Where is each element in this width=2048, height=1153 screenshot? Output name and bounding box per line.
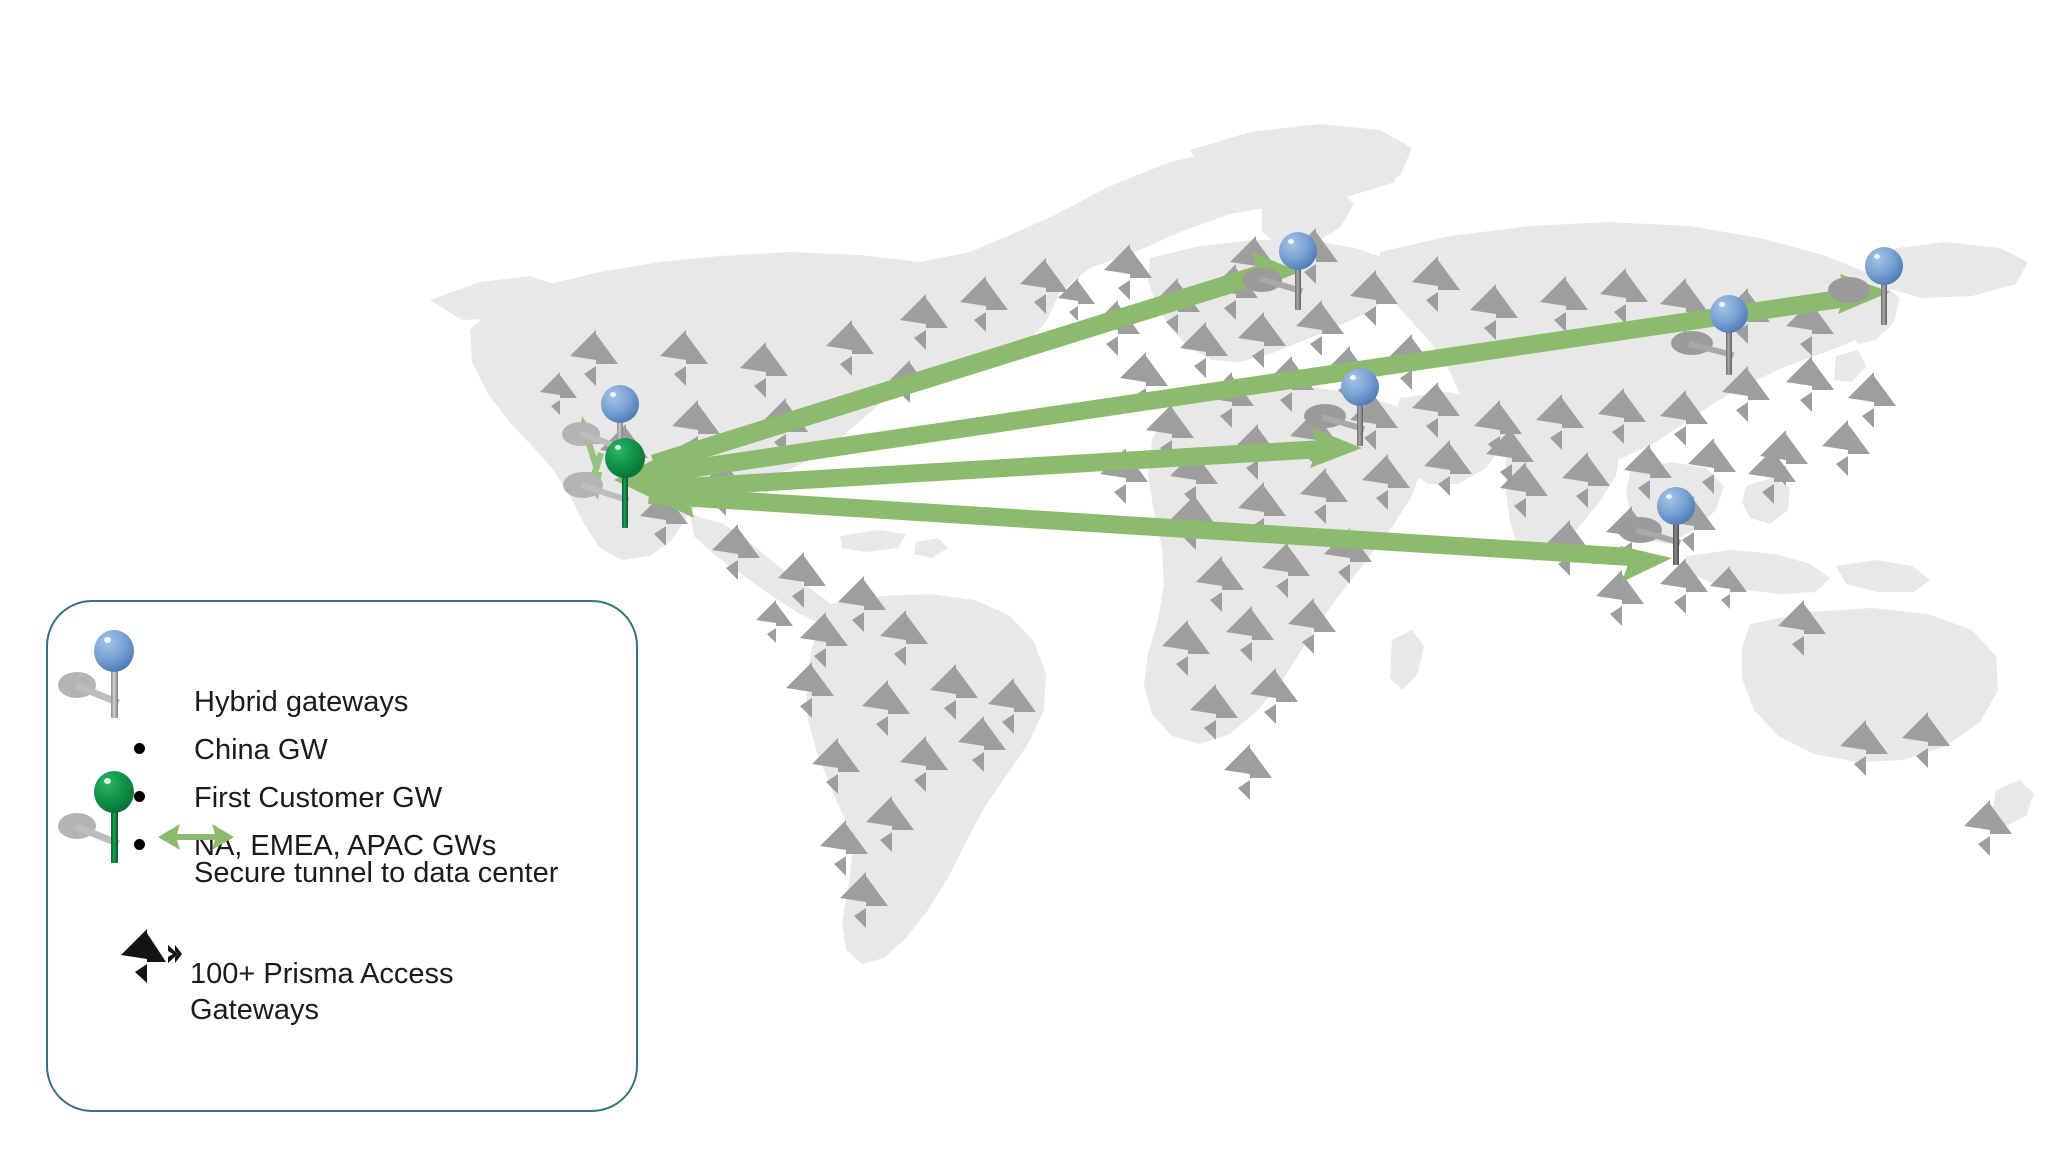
pin-glint [104, 637, 111, 643]
pin-needle [111, 807, 118, 863]
pin-glint [1288, 239, 1294, 244]
pin-head [1657, 487, 1695, 525]
pin-head [605, 438, 645, 478]
tunnel-to-middle-east [652, 428, 1362, 498]
landmasses [430, 124, 2034, 964]
legend-bullet-2 [134, 839, 145, 850]
pin-needle [1357, 400, 1363, 446]
legend-hybrid-block: Hybrid gateways China GW First Customer … [194, 686, 496, 862]
pin-glint [610, 392, 616, 397]
pin-head [1710, 295, 1748, 333]
pin-needle [1881, 279, 1887, 325]
legend-hybrid-item-0: China GW [194, 734, 328, 766]
pin-head [94, 630, 134, 672]
pin-needle [1295, 264, 1301, 310]
pin-head [1865, 247, 1903, 285]
pin-glint [1719, 302, 1725, 307]
legend-panel: Hybrid gateways China GW First Customer … [46, 600, 638, 1112]
legend-bullet-0 [134, 743, 145, 754]
double-headed-arrow-icon [158, 824, 234, 850]
pin-head [601, 385, 639, 423]
pin-head [94, 771, 134, 813]
pin-head [1341, 368, 1379, 406]
legend-hybrid-item-1: First Customer GW [194, 782, 443, 814]
pin-needle [1726, 327, 1732, 375]
legend-bullet-1 [134, 791, 145, 802]
tunnel-to-southeast-asia [648, 486, 1672, 582]
pin-glint [1666, 494, 1672, 499]
pin-head [1279, 232, 1317, 270]
legend-tunnel-label: Secure tunnel to data center [194, 857, 559, 889]
hub-arrowhead [614, 440, 694, 518]
pin-shadow [1828, 277, 1870, 303]
legend-hybrid-heading: Hybrid gateways [194, 686, 409, 718]
pin-glint [104, 778, 111, 784]
prisma-access-gateway-icon [121, 929, 182, 983]
pin-glint [1874, 254, 1880, 259]
pin-needle [622, 470, 628, 528]
legend-hybrid-item-2: NA, EMEA, APAC GWs [194, 830, 497, 862]
legend-prisma-label-block: 100+ Prisma Access Gateways [190, 958, 454, 1026]
pin-glint [1350, 375, 1356, 380]
pin-needle [111, 666, 118, 718]
pin-needle [1673, 519, 1679, 565]
legend-prisma-label-line1: 100+ Prisma Access [190, 958, 454, 990]
pin-glint [615, 445, 621, 450]
legend-prisma-label-line2: Gateways [190, 994, 319, 1026]
